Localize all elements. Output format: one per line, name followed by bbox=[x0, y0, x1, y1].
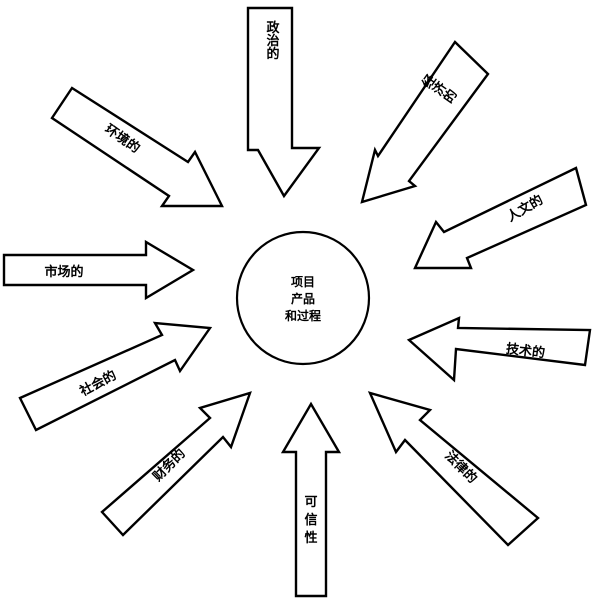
arrow-label-credibility-1: 可 bbox=[304, 495, 317, 510]
arrow-label-credibility-2: 信 bbox=[304, 512, 317, 528]
center-label-line3: 和过程 bbox=[284, 308, 321, 323]
arrow-humanistic: 人文的 bbox=[413, 166, 588, 270]
center-label-line2: 产品 bbox=[291, 291, 315, 306]
arrow-environmental: 环境的 bbox=[50, 86, 224, 208]
arrow-social: 社会的 bbox=[18, 321, 213, 432]
arrow-label-market: 市场的 bbox=[44, 264, 83, 280]
arrow-label-credibility-3: 性 bbox=[304, 530, 317, 546]
center-node: 项目 产品 和过程 bbox=[235, 230, 371, 366]
arrow-financial: 财务的 bbox=[100, 391, 252, 537]
arrow-market: 市场的 bbox=[2, 239, 196, 301]
arrow-legal: 法律的 bbox=[367, 391, 540, 547]
arrow-political: 政治的 bbox=[246, 6, 322, 199]
arrow-label-technical: 技术的 bbox=[505, 341, 546, 362]
arrow-economic: 经济的 bbox=[360, 40, 490, 204]
arrow-technical: 技术的 bbox=[406, 316, 592, 383]
arrow-label-political: 政治的 bbox=[264, 20, 280, 61]
arrow-credibility: 可 信 性 bbox=[280, 401, 342, 598]
center-label-line1: 项目 bbox=[291, 275, 315, 289]
